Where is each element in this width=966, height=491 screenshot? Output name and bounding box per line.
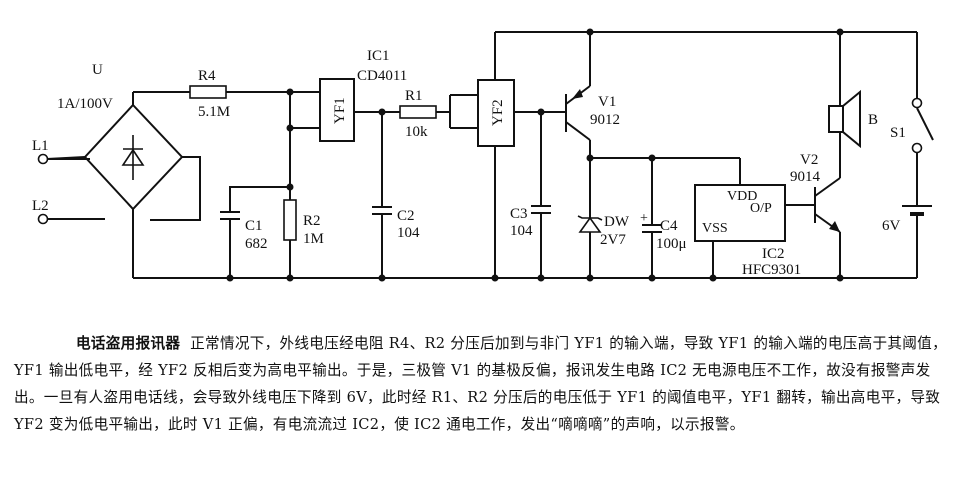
v1-value: 9012 <box>590 112 620 128</box>
dw-value: 2V7 <box>600 232 626 248</box>
ic2-value: HFC9301 <box>742 262 801 278</box>
label-l2: L2 <box>32 198 49 214</box>
caption-body: 正常情况下，外线电压经电阻 R4、R2 分压后加到与非门 YF1 的输入端，导致… <box>14 335 947 433</box>
capacitor-c1: C1 682 <box>220 186 290 278</box>
v2-ref: V2 <box>800 152 818 168</box>
description-paragraph: 电话盗用报讯器 正常情况下，外线电压经电阻 R4、R2 分压后加到与非门 YF1… <box>14 330 954 438</box>
ic2-pin-vss: VSS <box>702 221 728 236</box>
ic2-pin-vdd: VDD <box>727 189 757 204</box>
gate-yf2: YF2 <box>477 79 515 147</box>
v1-ref: V1 <box>598 94 616 110</box>
dw-ref: DW <box>604 214 630 230</box>
ic2-sound-chip: VDD O/P VSS IC2 HFC9301 <box>694 158 801 278</box>
r4-value: 5.1M <box>198 104 230 120</box>
zener-dw: DW 2V7 <box>577 158 630 278</box>
caption-title: 电话盗用报讯器 <box>76 335 181 352</box>
speaker-b: B <box>828 32 878 149</box>
v2-value: 9014 <box>790 169 821 185</box>
transistor-v2: V2 9014 <box>790 132 841 278</box>
c2-value: 104 <box>397 225 420 241</box>
ic1-value: CD4011 <box>357 68 407 84</box>
c3-ref: C3 <box>510 206 528 222</box>
terminal-l1: L1 <box>32 138 90 165</box>
ic1-ref: IC1 <box>367 48 390 64</box>
bridge-rectifier-u: U 1A/100V <box>57 62 184 211</box>
c4-value: 100μ <box>656 236 687 252</box>
terminal-l2: L2 <box>32 198 60 225</box>
r2-ref: R2 <box>303 213 321 229</box>
transistor-v1: V1 9012 <box>565 32 620 158</box>
c4-ref: C4 <box>660 218 678 234</box>
capacitor-c2: C2 104 <box>372 112 420 278</box>
bridge-ref: U <box>92 62 103 78</box>
capacitor-c3: C3 104 <box>510 112 551 278</box>
battery-label: 6V <box>882 218 901 234</box>
label-l1: L1 <box>32 138 49 154</box>
c2-ref: C2 <box>397 208 415 224</box>
speaker-label: B <box>868 112 878 128</box>
c3-value: 104 <box>510 223 533 239</box>
capacitor-c4: + C4 100μ <box>640 158 687 278</box>
ic2-pin-op: O/P <box>750 201 772 216</box>
bridge-value: 1A/100V <box>57 96 113 112</box>
resistor-r1: R1 10k <box>382 88 437 140</box>
switch-label: S1 <box>890 125 906 141</box>
circuit-schematic: L1 L2 U 1A/100V R4 5.1M <box>32 28 934 282</box>
ic2-ref: IC2 <box>762 246 785 262</box>
resistor-r2: R2 1M <box>283 199 324 278</box>
switch-s1: S1 <box>890 32 934 206</box>
r2-value: 1M <box>303 231 324 247</box>
r1-ref: R1 <box>405 88 423 104</box>
gate-yf1: YF1 IC1 CD4011 <box>319 48 407 142</box>
resistor-r4: R4 5.1M <box>189 68 230 120</box>
c1-value: 682 <box>245 236 268 252</box>
battery-6v: 6V <box>882 205 932 278</box>
svg-text:+: + <box>640 211 648 226</box>
r4-ref: R4 <box>198 68 216 84</box>
yf2-label: YF2 <box>490 99 506 126</box>
c1-ref: C1 <box>245 218 263 234</box>
r1-value: 10k <box>405 124 428 140</box>
yf1-label: YF1 <box>332 97 348 124</box>
